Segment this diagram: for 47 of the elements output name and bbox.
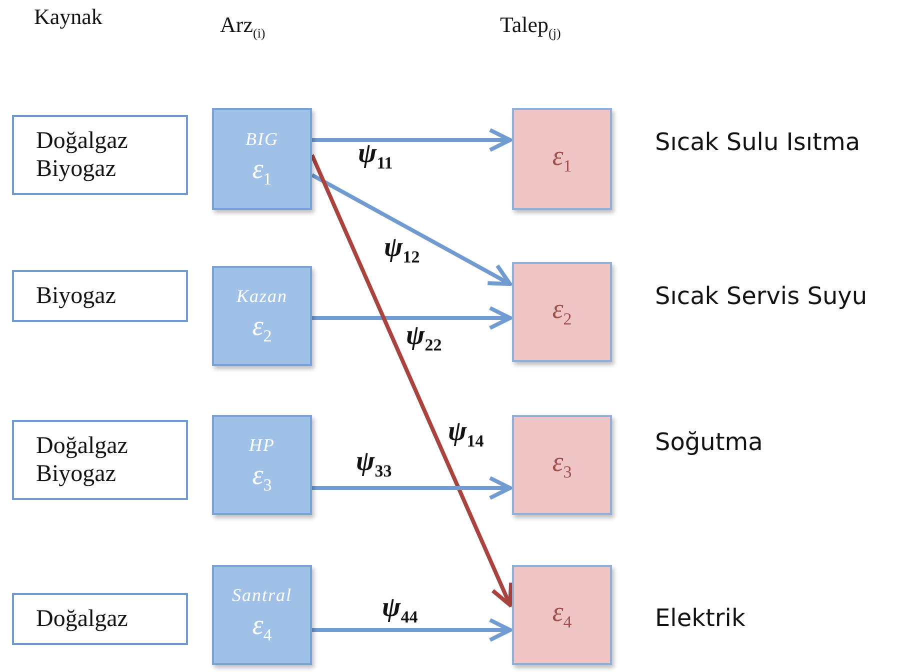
arrow	[310, 154, 514, 607]
edge-label: ψ$_{11}$	[357, 138, 394, 174]
arrow	[312, 618, 512, 642]
source-text: Biyogaz	[36, 282, 117, 310]
supply-box	[212, 415, 312, 515]
edge-label: ψ$_{44}$	[381, 592, 419, 628]
edge-label: ψ$_{22}$	[405, 320, 443, 356]
source-text: Doğalgaz Biyogaz	[36, 432, 129, 488]
source-box	[12, 593, 188, 645]
efficiency-symbol: ε$_{2}$	[252, 310, 272, 346]
source-text: Doğalgaz	[36, 605, 129, 633]
demand-box	[512, 415, 612, 515]
node-caption: Soğutma	[655, 428, 763, 456]
arrow	[312, 128, 512, 152]
node-caption: Sıcak Sulu Isıtma	[655, 128, 860, 156]
efficiency-symbol: ε$_{4}$	[552, 597, 572, 633]
edge-label: ψ$_{14}$	[447, 416, 485, 452]
source-box	[12, 420, 188, 500]
unit-name: BIG	[246, 128, 278, 150]
demand-box	[512, 108, 612, 210]
efficiency-symbol: ε$_{3}$	[552, 447, 572, 483]
efficiency-symbol: ε$_{1}$	[552, 141, 572, 177]
column-heading: Kaynak	[34, 4, 102, 30]
unit-name: Kazan	[236, 286, 288, 307]
unit-name: Santral	[232, 584, 292, 606]
arrow	[312, 476, 512, 500]
demand-box	[512, 565, 612, 665]
source-box	[12, 270, 188, 322]
node-caption: Elektrik	[655, 604, 746, 632]
supply-box	[212, 266, 312, 366]
demand-box	[512, 262, 612, 362]
efficiency-symbol: ε$_{1}$	[252, 154, 272, 190]
source-box	[12, 115, 188, 195]
source-text: Doğalgaz Biyogaz	[36, 127, 129, 183]
node-caption: Sıcak Servis Suyu	[655, 282, 868, 310]
efficiency-symbol: ε$_{4}$	[252, 610, 272, 646]
edge-label: ψ$_{33}$	[355, 446, 393, 482]
arrow	[311, 173, 512, 286]
column-heading: Arz$_{(i)}$	[220, 12, 266, 42]
arrow	[312, 306, 512, 330]
supply-box	[212, 108, 312, 210]
efficiency-symbol: ε$_{3}$	[252, 460, 272, 496]
column-heading: Talep$_{(j)}$	[500, 12, 561, 42]
edge-label: ψ$_{12}$	[383, 232, 421, 268]
supply-box	[212, 565, 312, 665]
unit-name: HP	[249, 434, 275, 456]
efficiency-symbol: ε$_{2}$	[552, 294, 572, 330]
